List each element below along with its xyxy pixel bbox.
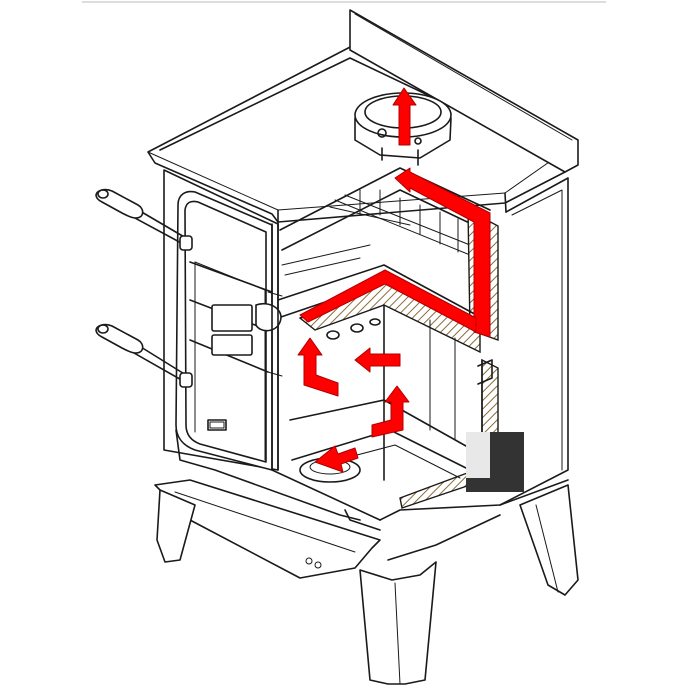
up-arrow-icon	[297, 337, 339, 397]
right-arrow-icon	[314, 445, 359, 473]
stove-door	[175, 190, 282, 471]
up-arrow-icon	[371, 385, 410, 438]
door-frame	[175, 223, 381, 521]
top-plate	[147, 9, 579, 229]
lower-door-handle[interactable]	[95, 323, 193, 388]
up-arrow-icon	[392, 87, 417, 146]
airflow-arrows	[297, 87, 491, 473]
right-angle-flow-icon	[299, 269, 477, 333]
upper-door-handle[interactable]	[95, 188, 193, 251]
l-flow-icon	[394, 167, 491, 338]
left-arrow-icon	[354, 347, 401, 373]
stove-legs	[156, 484, 579, 685]
baffle-block	[466, 432, 524, 492]
front-ash-lip	[154, 479, 381, 579]
